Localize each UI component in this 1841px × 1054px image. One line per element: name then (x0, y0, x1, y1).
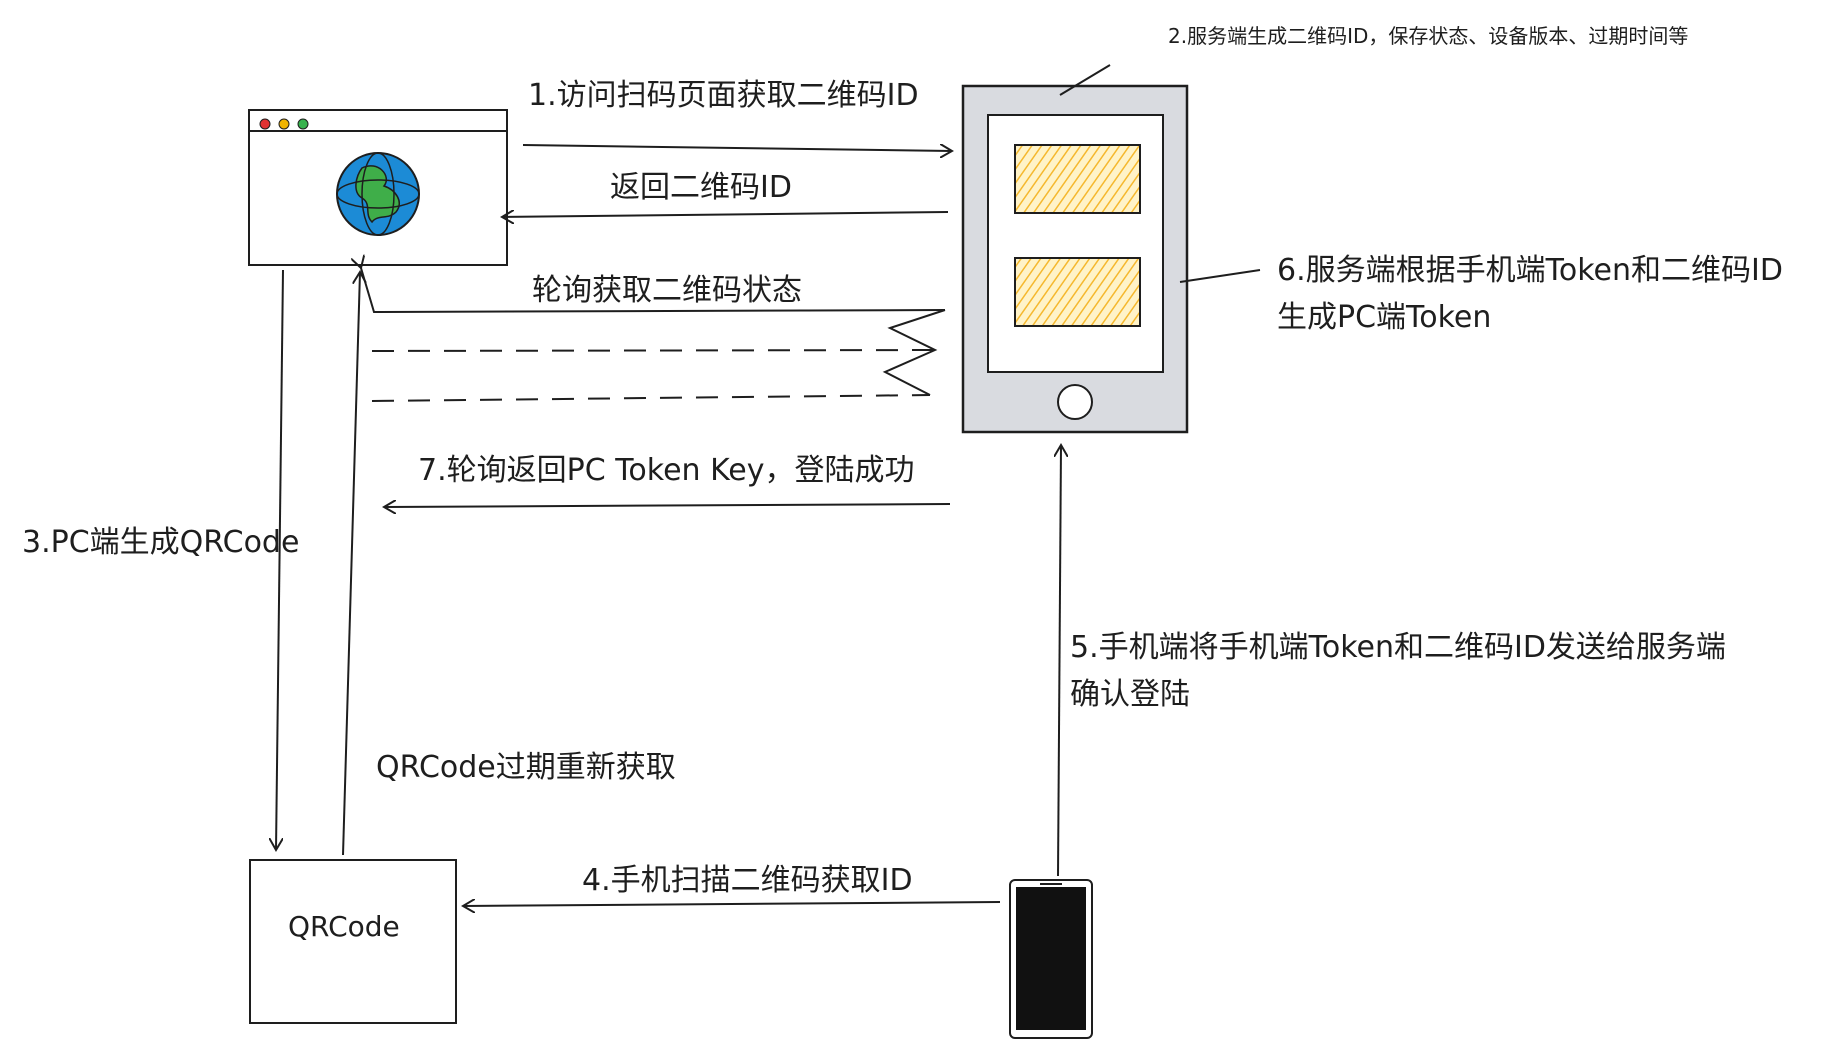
poll-status-label: 轮询获取二维码状态 (532, 273, 802, 308)
arrow-step4 (463, 902, 1001, 906)
return-id-label: 返回二维码ID (610, 170, 792, 205)
step5-line2: 确认登陆 (1070, 677, 1190, 712)
step2-label: 2.服务端生成二维码ID，保存状态、设备版本、过期时间等 (1168, 24, 1689, 48)
qrcode-refresh-label: QRCode过期重新获取 (376, 750, 676, 785)
arrow-step5 (1058, 445, 1061, 877)
step3-label: 3.PC端生成QRCode (22, 525, 300, 560)
step6-line1: 6.服务端根据手机端Token和二维码ID (1277, 253, 1783, 288)
arrow-step3 (276, 269, 284, 850)
step5-line1: 5.手机端将手机端Token和二维码ID发送给服务端 (1070, 630, 1726, 665)
arrow-step7 (384, 504, 951, 507)
tablet-server-icon (961, 84, 1189, 434)
mobile-phone-icon (1009, 879, 1093, 1039)
qrcode-box-label: QRCode (288, 910, 400, 943)
browser-window-icon (248, 109, 508, 266)
poll-dash-1 (371, 349, 936, 352)
qrcode-box (249, 859, 457, 1024)
arrow-return-id (502, 212, 949, 217)
arrow-step1 (522, 145, 952, 151)
step6-line2: 生成PC端Token (1277, 300, 1492, 335)
pointer-step6 (1179, 269, 1261, 283)
globe-icon (336, 152, 420, 236)
step4-label: 4.手机扫描二维码获取ID (582, 863, 913, 898)
arrow-qrcode-refresh (342, 272, 360, 856)
pointer-step2 (1059, 64, 1111, 96)
step1-label: 1.访问扫码页面获取二维码ID (528, 78, 919, 113)
step7-label: 7.轮询返回PC Token Key，登陆成功 (418, 453, 915, 488)
poll-zigzag (882, 309, 946, 396)
poll-dash-2 (371, 394, 931, 402)
